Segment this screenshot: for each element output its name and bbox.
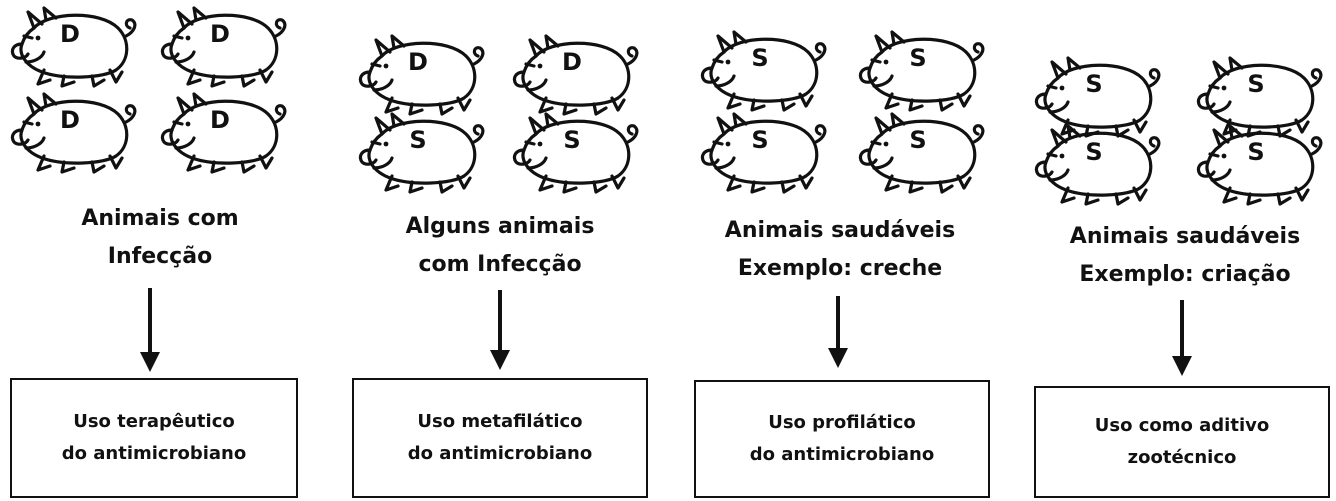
pig-icon: D [356, 34, 488, 116]
usage-box: Uso terapêutico do antimicrobiano [10, 378, 298, 498]
pig-status-letter: S [1085, 70, 1102, 98]
pig-status-letter: S [751, 44, 768, 72]
pig-status-letter: S [1085, 138, 1102, 166]
usage-box: Uso metafilático do antimicrobiano [352, 378, 648, 498]
caption-line: Animais com [81, 206, 239, 231]
pig-icon: D [8, 92, 140, 174]
caption-line: Infecção [107, 244, 213, 269]
pig-icon: D [8, 6, 140, 88]
caption-line: Alguns animais [405, 214, 595, 239]
pig-icon: D [510, 34, 642, 116]
box-line: zootécnico [1127, 447, 1237, 468]
pig-icon: S [698, 30, 830, 112]
pig-icon: S [1194, 56, 1326, 138]
pig-status-letter: D [60, 106, 80, 134]
column-caption: Animais saudáveis Exemplo: creche [700, 212, 980, 288]
pig-status-letter: D [562, 48, 582, 76]
usage-box: Uso como aditivo zootécnico [1034, 386, 1330, 498]
usage-box: Uso profilático do antimicrobiano [694, 380, 990, 498]
box-line: do antimicrobiano [749, 444, 935, 465]
caption-line: com Infecção [418, 252, 582, 277]
pig-status-letter: D [210, 106, 230, 134]
pig-icon: S [856, 30, 988, 112]
column-therapeutic: D D D [0, 0, 330, 501]
box-line: do antimicrobiano [407, 443, 593, 464]
column-metaphylactic: D D S [340, 0, 670, 501]
down-arrow-icon [138, 288, 162, 372]
column-caption: Animais com Infecção [40, 200, 280, 276]
pig-icon: S [356, 112, 488, 194]
pig-status-letter: S [751, 126, 768, 154]
box-line: Uso profilático [768, 412, 916, 433]
pig-status-letter: D [210, 20, 230, 48]
pig-icon: S [1032, 124, 1164, 206]
column-caption: Alguns animais com Infecção [370, 208, 630, 284]
pig-status-letter: S [909, 126, 926, 154]
pig-status-letter: D [408, 48, 428, 76]
pig-status-letter: S [909, 44, 926, 72]
pig-icon: S [1032, 56, 1164, 138]
down-arrow-icon [1170, 300, 1194, 376]
pig-status-letter: S [563, 126, 580, 154]
column-prophylactic: S S S [680, 0, 1010, 501]
box-line: Uso terapêutico [73, 411, 235, 432]
box-line: do antimicrobiano [61, 443, 247, 464]
column-caption: Animais saudáveis Exemplo: criação [1040, 218, 1330, 294]
caption-line: Animais saudáveis [724, 218, 956, 243]
down-arrow-icon [826, 296, 850, 368]
pig-icon: S [856, 112, 988, 194]
pig-status-letter: S [409, 126, 426, 154]
column-zootechnical-additive: S S S [1020, 0, 1336, 501]
pig-status-letter: S [1247, 138, 1264, 166]
pig-icon: S [698, 112, 830, 194]
pig-icon: D [158, 92, 290, 174]
pig-status-letter: D [60, 20, 80, 48]
pig-icon: S [1194, 124, 1326, 206]
box-line: Uso metafilático [417, 411, 583, 432]
pig-icon: D [158, 6, 290, 88]
pig-status-letter: S [1247, 70, 1264, 98]
box-line: Uso como aditivo [1094, 415, 1270, 436]
caption-line: Exemplo: criação [1079, 262, 1291, 287]
caption-line: Animais saudáveis [1069, 224, 1301, 249]
down-arrow-icon [488, 290, 512, 370]
pig-icon: S [510, 112, 642, 194]
caption-line: Exemplo: creche [737, 256, 943, 281]
